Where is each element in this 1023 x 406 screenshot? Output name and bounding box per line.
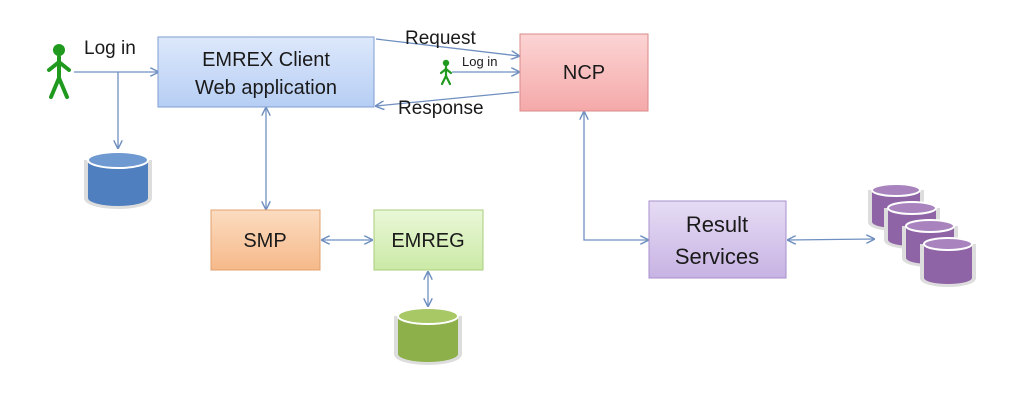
result-services-line2: Services <box>675 244 759 269</box>
request-arrow <box>375 38 519 56</box>
result-services-box: Result Services <box>648 200 787 279</box>
emrex-client-line2: Web application <box>195 77 337 99</box>
ncp-label: NCP <box>563 62 605 84</box>
ncp-result-arrow <box>584 112 648 240</box>
smp-label: SMP <box>243 230 286 252</box>
client-database-icon <box>84 151 152 209</box>
request-label: Request <box>405 28 476 49</box>
emrex-client-line1: EMREX Client <box>202 49 330 71</box>
emrex-client-box: EMREX Client Web application <box>157 36 375 108</box>
emreg-label: EMREG <box>391 230 464 252</box>
result-services-line1: Result <box>686 212 748 237</box>
emreg-database-icon <box>394 307 462 365</box>
inner-login-label: Log in <box>462 54 497 69</box>
edges <box>74 38 874 306</box>
login-label: Log in <box>84 38 136 59</box>
response-arrow <box>376 91 520 106</box>
result-databases-icon <box>868 183 976 287</box>
smp-box: SMP <box>210 209 321 271</box>
small-person-icon <box>439 59 453 86</box>
result-db-arrow <box>788 239 874 240</box>
ncp-box: NCP <box>519 33 649 112</box>
user-person-icon <box>47 44 71 99</box>
response-label: Response <box>398 98 484 119</box>
emreg-box: EMREG <box>373 209 484 271</box>
